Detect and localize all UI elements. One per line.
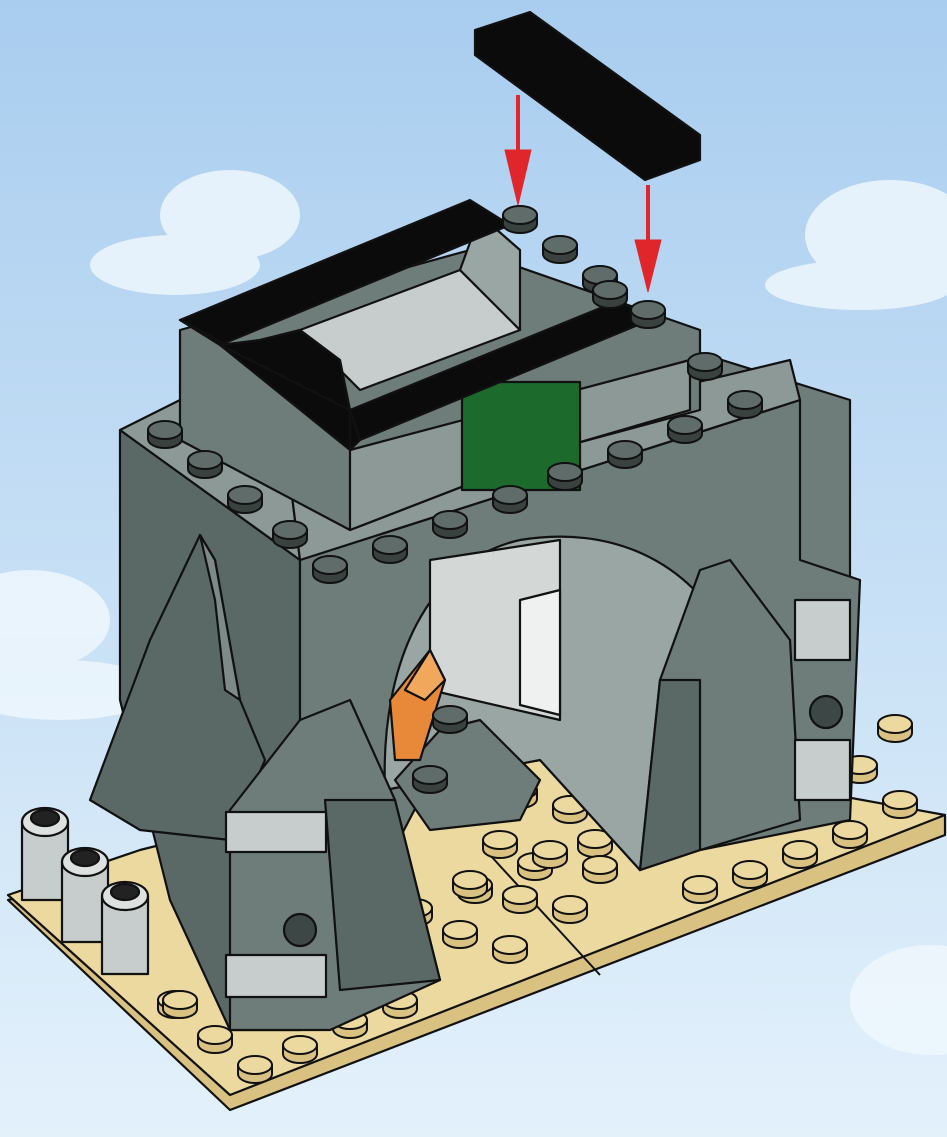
brick-stud [543,236,577,263]
baseplate-stud [483,831,517,858]
brick-stud [668,416,702,443]
brick-stud [493,486,527,513]
baseplate-stud [283,1036,317,1063]
baseplate-stud [878,715,912,742]
brick-stud [228,486,262,513]
brick-stud [188,451,222,478]
baseplate-stud [583,856,617,883]
brick-stud [373,536,407,563]
baseplate-stud [163,991,197,1018]
baseplate-stud [683,876,717,903]
baseplate-stud [493,936,527,963]
brick-stud [313,556,347,583]
brick-stud [631,301,665,328]
baseplate-stud [238,1056,272,1083]
brick-stud [688,353,722,380]
baseplate-stud [553,896,587,923]
baseplate-stud [198,1026,232,1053]
baseplate-stud [533,841,567,868]
baseplate-stud [883,791,917,818]
baseplate-stud [783,841,817,868]
brick-stud [608,441,642,468]
brick-stud [433,706,467,733]
brick-stud [503,206,537,233]
brick-stud [728,391,762,418]
baseplate-stud [453,871,487,898]
baseplate-stud [443,921,477,948]
brick-stud [413,766,447,793]
brick-stud [548,463,582,490]
baseplate-stud [503,886,537,913]
brick-stud [273,521,307,548]
brick-stud [148,421,182,448]
brick-stud [593,281,627,308]
baseplate-stud [733,861,767,888]
baseplate-stud [833,821,867,848]
brick-stud [433,511,467,538]
